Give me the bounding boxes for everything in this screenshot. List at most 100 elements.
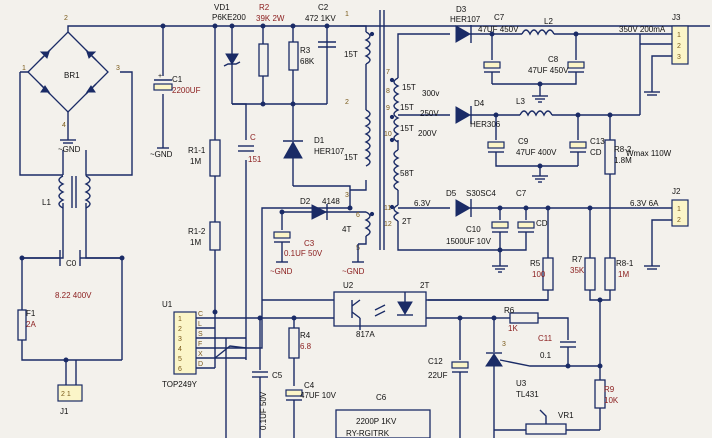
u1-pnum-6: 6 <box>178 366 182 373</box>
transformer-primary <box>364 31 371 167</box>
capacitor-c6 <box>335 409 431 438</box>
output-6v3-filter <box>430 208 535 273</box>
primary-pin1: 1 <box>345 11 349 18</box>
sec-turns-2t: 2T <box>402 217 411 226</box>
u2-2t-note: 2T <box>420 281 429 290</box>
resistor-r3 <box>288 41 299 71</box>
r8-2-label: R8-2 <box>614 145 632 154</box>
capacitor-c1: + <box>153 73 173 91</box>
r1-2-value: 1M <box>190 238 201 247</box>
c11-label: C11 <box>538 334 553 343</box>
u1-pin-labels: 1 2 3 4 5 6 C L S F X D <box>178 311 203 373</box>
sec-volt-200: 200V <box>418 129 437 138</box>
capacitor-c0 <box>59 250 81 266</box>
r3-value: 68K <box>300 57 315 66</box>
capacitor-c4 <box>285 389 303 438</box>
sec-volt-6v3: 6.3V <box>414 199 431 208</box>
gnd-label-bridge: ~GND <box>58 145 81 154</box>
tl431-feedback-network <box>451 312 606 438</box>
fuse-f1 <box>17 309 27 341</box>
sec-pin11: 11 <box>384 205 391 212</box>
sec-pin8: 8 <box>386 88 390 95</box>
diode-d5 <box>455 199 672 217</box>
c1-value: 2200UF <box>172 86 201 95</box>
u1-pnum-1: 1 <box>178 316 182 323</box>
resistor-r8-2 <box>604 115 616 258</box>
c7a-label: C7 <box>494 13 505 22</box>
c2-label: C2 <box>318 3 329 12</box>
br1-pin2: 2 <box>64 15 68 22</box>
r4-value: 6.8 <box>300 342 312 351</box>
j3-rating: 350V 200mA <box>619 25 666 34</box>
svg-text:+: + <box>158 73 162 80</box>
sec-turns-58: 58T <box>400 169 414 178</box>
r5-value: 100 <box>532 270 546 279</box>
r8-1-label: R8-1 <box>616 259 634 268</box>
u1-pin-L: L <box>198 321 202 328</box>
c7b-label: C7 <box>516 189 527 198</box>
u1-pnum-3: 3 <box>178 336 182 343</box>
c0-label: C0 <box>66 259 77 268</box>
j3-pin3: 3 <box>677 54 681 61</box>
aux-turns: 4T <box>342 225 351 234</box>
c13-value: CD <box>590 148 602 157</box>
d5-label: D5 <box>446 189 457 198</box>
primary-pin2: 2 <box>345 99 349 106</box>
resistor-r2 <box>258 43 269 77</box>
drain-wire <box>246 207 350 349</box>
br1-pin3: 3 <box>116 65 120 72</box>
sec-pin9: 9 <box>386 105 390 112</box>
u1-pin-F: F <box>198 341 202 348</box>
c4-label: C4 <box>304 381 315 390</box>
f1-value: 2A <box>26 320 36 329</box>
d2-value: 4148 <box>322 197 340 206</box>
wmax-note: Wmax 110W <box>626 149 672 158</box>
u3-value: TL431 <box>516 390 539 399</box>
j1-pins: 2 1 <box>61 391 71 398</box>
c2-value: 472 1KV <box>305 14 336 23</box>
vd1-label: VD1 <box>214 3 230 12</box>
br1-label: BR1 <box>64 71 80 80</box>
c5-value: 0.1UF 50V <box>259 391 268 430</box>
j3-pin2: 2 <box>677 43 681 50</box>
br1-pin4: 4 <box>62 122 66 129</box>
r1-1-value: 1M <box>190 157 201 166</box>
u1-pnum-4: 4 <box>178 346 182 353</box>
j2-label: J2 <box>672 187 681 196</box>
sec-turns-c: 15T <box>400 124 414 133</box>
capacitor-c-clamp <box>238 145 254 152</box>
u1-value: TOP249Y <box>162 380 198 389</box>
primary-turns-2: 15T <box>344 153 358 162</box>
secondary-windings <box>393 33 450 251</box>
c6-value-2: RY-RGITRK <box>346 429 390 438</box>
feedback-resistors <box>428 208 616 380</box>
sec-volt-300: 300v <box>422 89 439 98</box>
c3-label: C3 <box>304 239 315 248</box>
r8-2-value: 1.8M <box>614 156 632 165</box>
bridge-rectifier-br1 <box>27 31 109 113</box>
c6-value: 2200P 1KV <box>356 417 397 426</box>
u2-value: 817A <box>356 330 375 339</box>
l1-label: L1 <box>42 198 51 207</box>
connector-j3 <box>640 25 689 96</box>
c9-label: C9 <box>518 137 529 146</box>
primary-pin3: 3 <box>345 192 349 199</box>
r9-label: R9 <box>604 385 615 394</box>
connector-j2 <box>644 199 689 270</box>
c8-value: 47UF 450V <box>528 66 569 75</box>
u1-pnum-2: 2 <box>178 326 182 333</box>
capacitor-c3 <box>273 231 364 263</box>
gnd-label-c1: ~GND <box>150 150 173 159</box>
tvs-diode-vd1 <box>223 53 241 67</box>
u1-pin-S: S <box>198 331 203 338</box>
transformer-core <box>379 10 385 250</box>
primary-clamp-wiring <box>214 25 367 360</box>
j2-pin1: 1 <box>677 206 681 213</box>
br1-pin1: 1 <box>22 65 26 72</box>
d3-value: HER107 <box>450 15 481 24</box>
resistor-r4 <box>260 317 300 386</box>
ground-symbol-bridge <box>60 139 76 144</box>
f1-label: F1 <box>26 309 36 318</box>
